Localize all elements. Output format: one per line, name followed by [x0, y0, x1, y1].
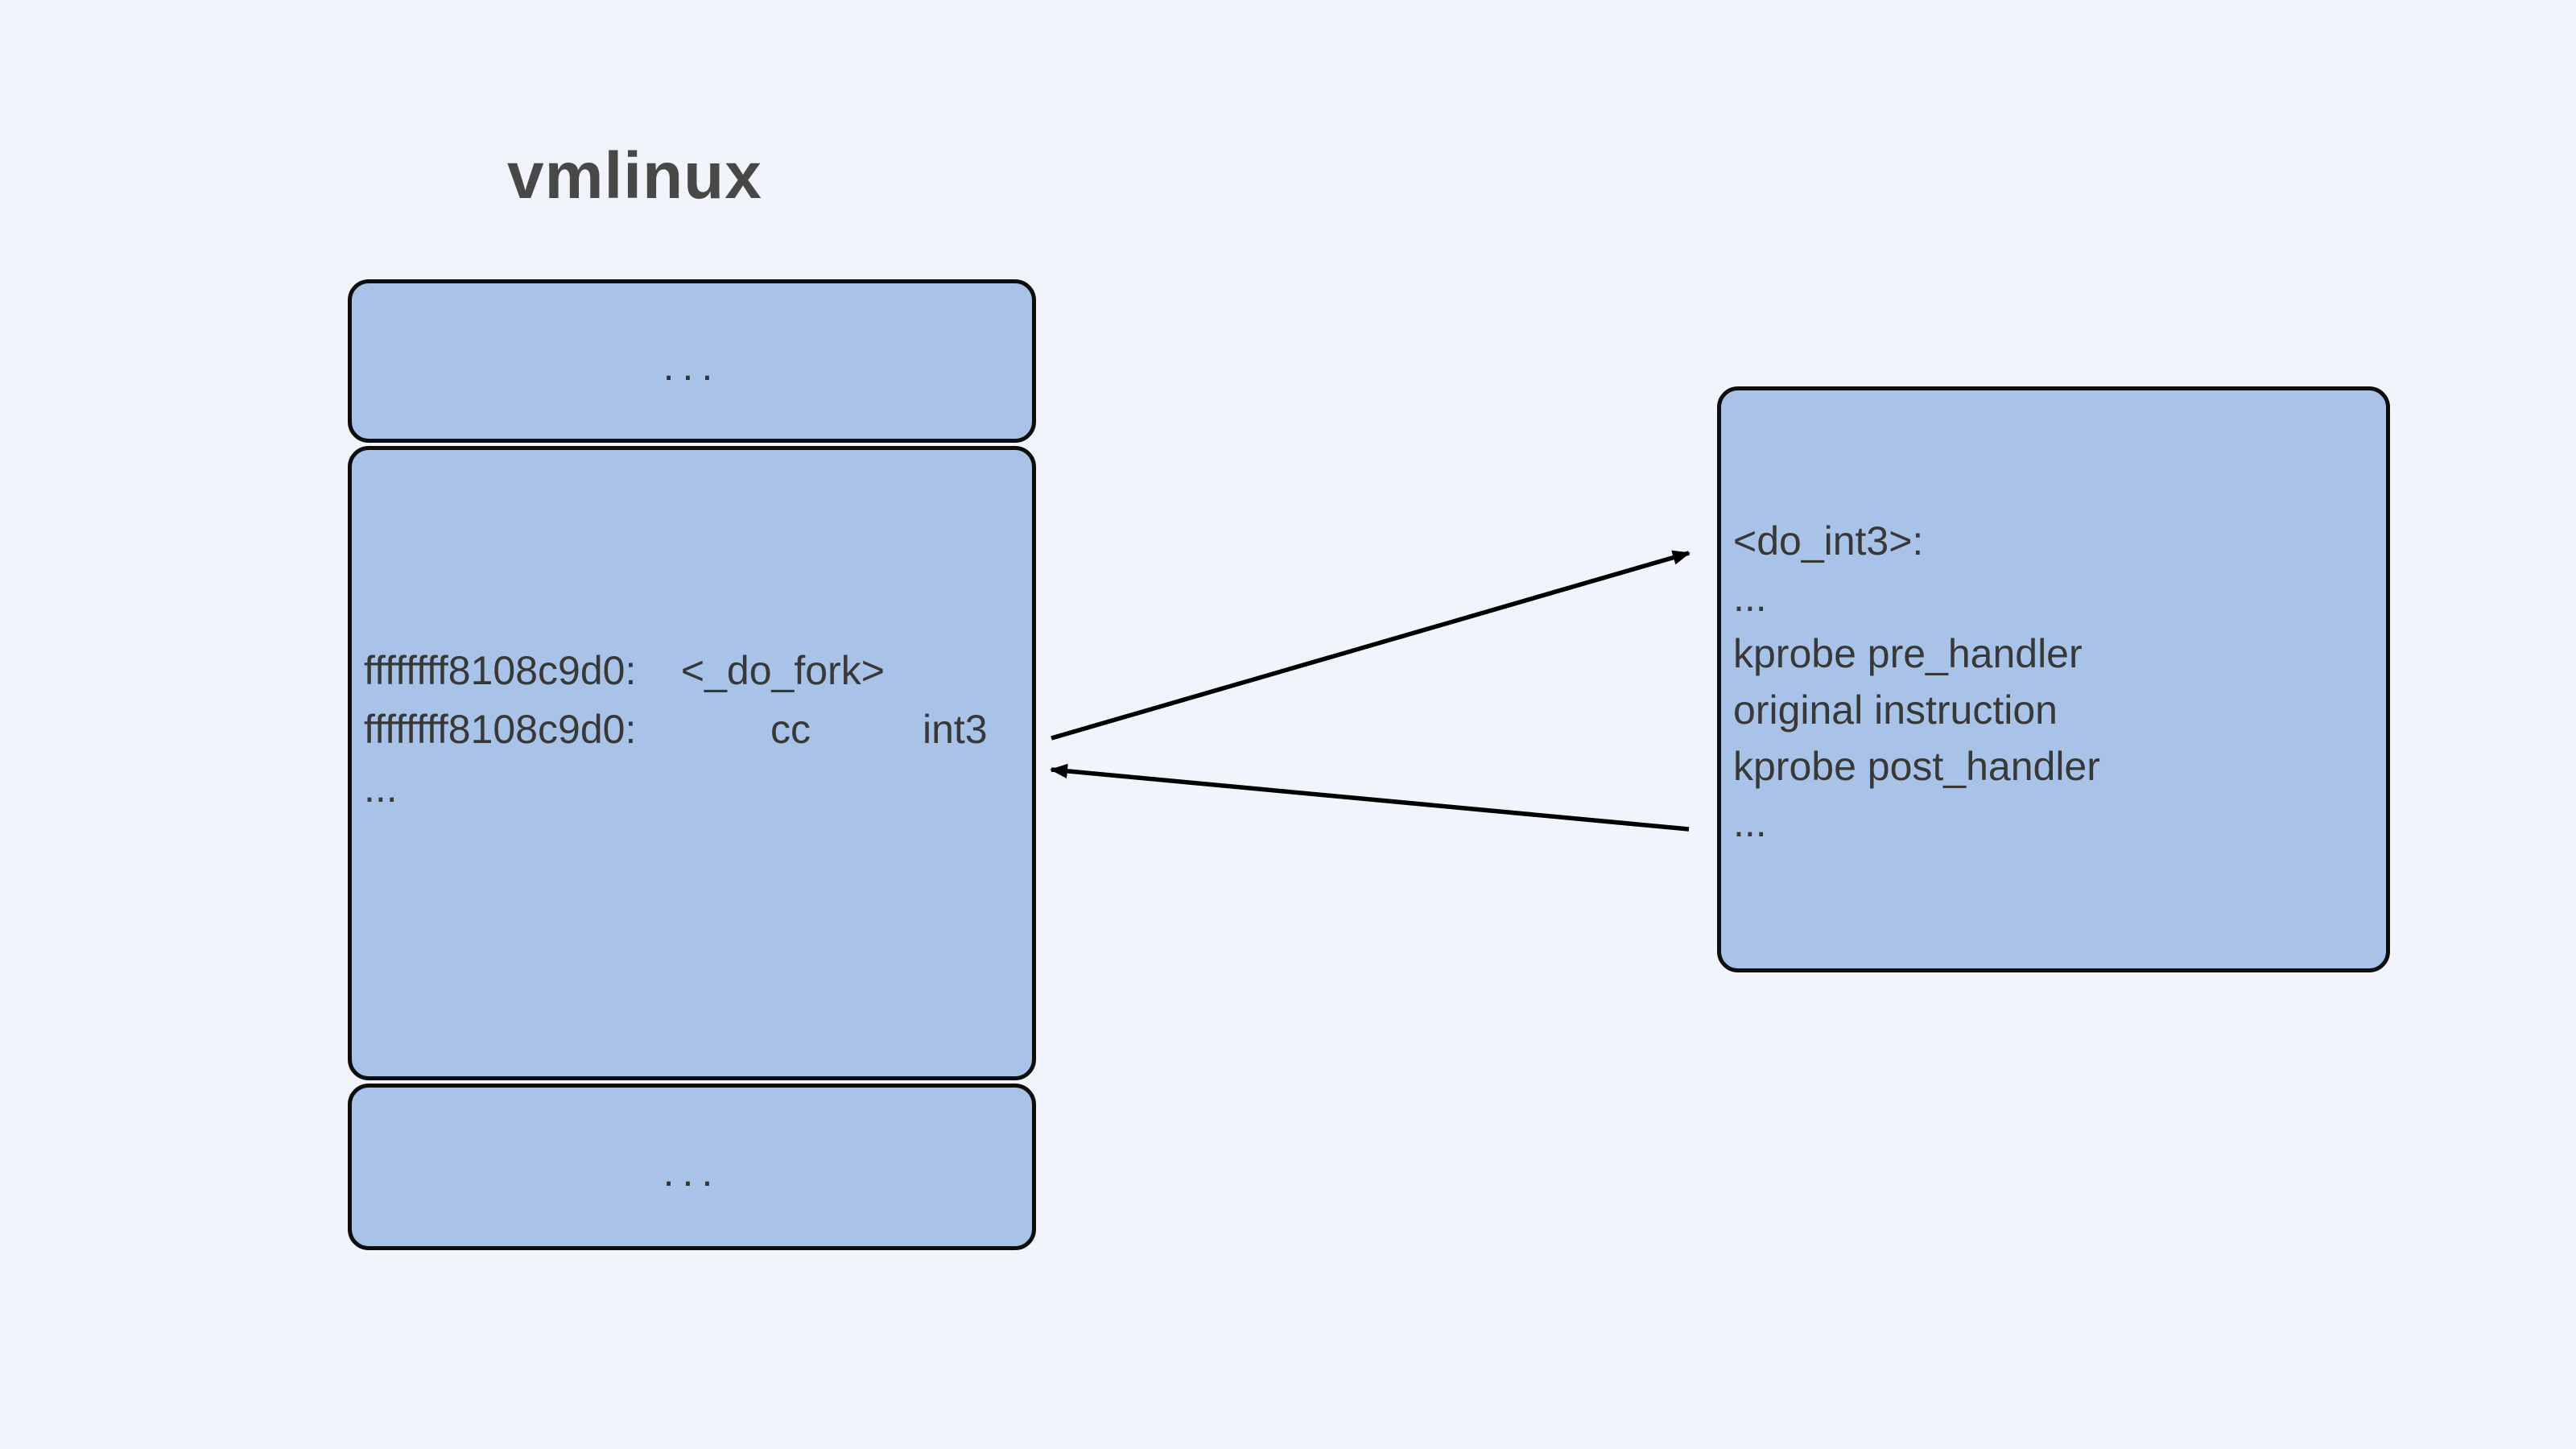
- upper-memory-content: ...: [352, 283, 1032, 439]
- vmlinux-lower-memory-box: ...: [348, 1084, 1036, 1250]
- handler-line-pre-handler: kprobe pre_handler: [1733, 631, 2083, 676]
- code-line-ellipsis: ...: [364, 766, 398, 811]
- lower-ellipsis-label: ...: [663, 1149, 721, 1195]
- handler-line-do-int3-symbol: <do_int3>:: [1733, 518, 1924, 564]
- arrow-group: [1050, 550, 1690, 832]
- vmlinux-title: vmlinux: [507, 139, 762, 213]
- int3-to-do_int3-arrow: [1051, 550, 1690, 741]
- handler-line-ellipsis-bottom: ...: [1733, 800, 1767, 845]
- vmlinux-do-fork-box: ffffffff8108c9d0: <_do_fork> ffffffff810…: [348, 446, 1036, 1080]
- code-line-do-fork-symbol: ffffffff8108c9d0: <_do_fork>: [364, 648, 885, 693]
- vmlinux-upper-memory-box: ...: [348, 279, 1036, 443]
- handler-line-original-instruction: original instruction: [1733, 687, 2058, 733]
- upper-ellipsis-label: ...: [663, 343, 721, 389]
- do-int3-handler-box: <do_int3>: ... kprobe pre_handler origin…: [1717, 386, 2390, 972]
- handler-line-post-handler: kprobe post_handler: [1733, 744, 2100, 789]
- code-line-int3-instruction: ffffffff8108c9d0: cc int3: [364, 707, 988, 752]
- do_int3-return-arrow: [1050, 763, 1690, 832]
- lower-memory-content: ...: [352, 1088, 1032, 1246]
- handler-line-ellipsis-top: ...: [1733, 575, 1767, 620]
- do-int3-handler-content: <do_int3>: ... kprobe pre_handler origin…: [1721, 390, 2386, 851]
- do-fork-code-block: ffffffff8108c9d0: <_do_fork> ffffffff810…: [352, 450, 1032, 818]
